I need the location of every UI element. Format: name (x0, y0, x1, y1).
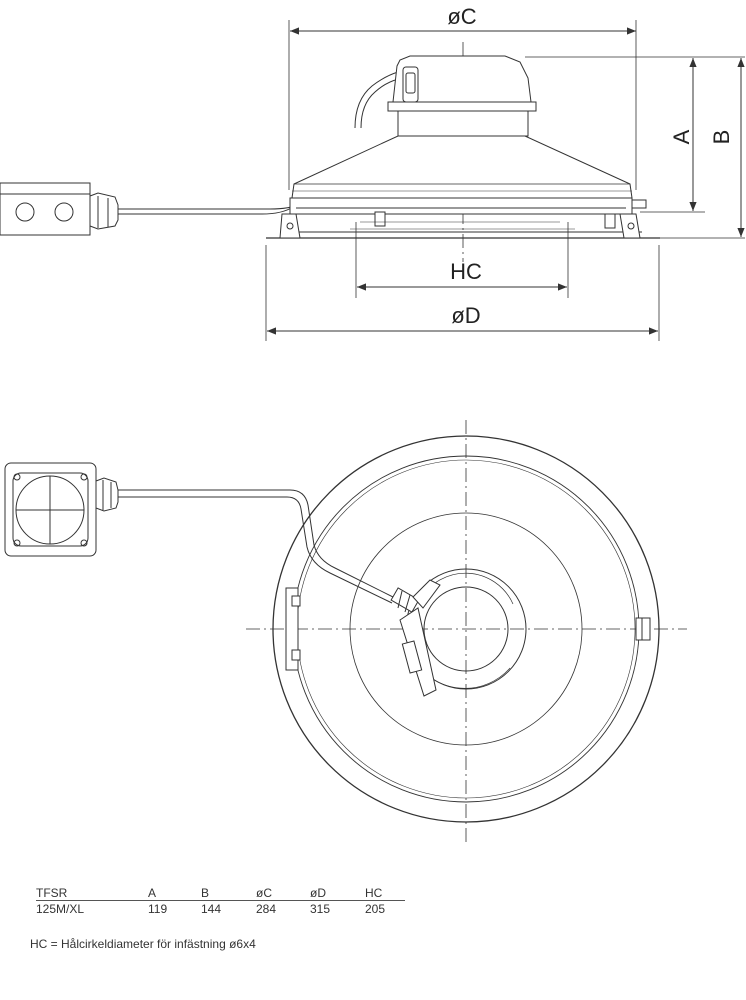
terminal-box-side (0, 182, 119, 236)
table-header-cell: øD (310, 885, 365, 901)
table-header-cell: HC (365, 885, 405, 901)
motor-housing (387, 55, 537, 137)
table-header-cell: øC (256, 885, 310, 901)
side-view (0, 20, 745, 341)
label-a: A (669, 129, 694, 144)
table-cell: 284 (256, 902, 277, 916)
table-cell: 119 (148, 902, 168, 916)
latch-right (635, 617, 651, 641)
table-header-cell: TFSR (36, 885, 148, 901)
dimension-table: TFSR A B øC øD HC 125M/XL 119 144 284 31… (36, 885, 405, 916)
cable-top (118, 489, 396, 599)
label-hc: HC (450, 259, 482, 284)
label-b: B (709, 130, 734, 145)
table-header-cell: B (201, 885, 256, 901)
top-view (4, 420, 687, 846)
cable-gland-top (390, 587, 420, 613)
terminal-box-top (4, 462, 119, 557)
base-ring-side (266, 197, 660, 239)
table-cell: 315 (310, 902, 331, 916)
table-cell: 205 (365, 902, 386, 916)
table-header-cell: A (148, 885, 201, 901)
cable-side (118, 195, 303, 210)
casing-ring (349, 512, 583, 746)
table-header-row: TFSR A B øC øD HC (36, 885, 405, 901)
label-c: øC (447, 4, 476, 29)
fan-casing-side (291, 135, 633, 199)
outer-flange (272, 435, 660, 823)
technical-drawing: øC HC øD A B (0, 4, 745, 846)
table-cell: 144 (201, 902, 222, 916)
mount-bracket-left (285, 587, 301, 671)
table-cell: 125M/XL (36, 902, 85, 916)
motor-ring-inner (423, 586, 509, 672)
label-d: øD (451, 303, 480, 328)
table-row: 125M/XL 119 144 284 315 205 (36, 901, 405, 916)
footnote: HC = Hålcirkeldiameter för infästning ø6… (30, 937, 256, 951)
